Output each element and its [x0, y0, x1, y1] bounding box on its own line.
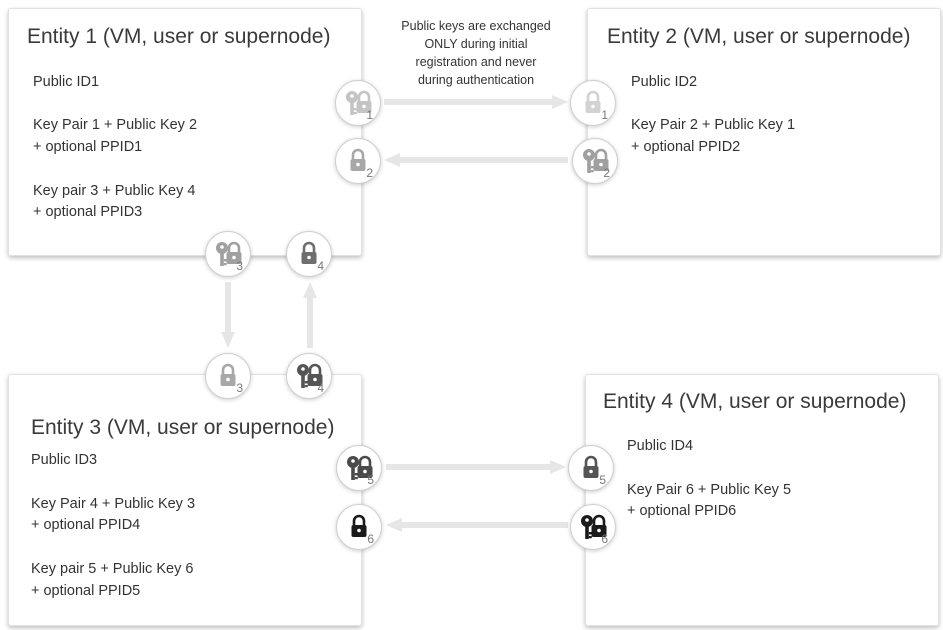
- key-number-label: 3: [236, 259, 243, 273]
- key-node: 1: [570, 80, 616, 126]
- key-node: 4: [286, 353, 332, 399]
- public-id: Public ID1: [33, 74, 100, 90]
- key-pair-line: Key pair 3 + Public Key 4: [33, 183, 196, 199]
- key-number-label: 5: [599, 473, 606, 487]
- key-number-label: 5: [367, 473, 374, 487]
- key-pair-icon: [583, 148, 609, 173]
- key-pair-line: Key pair 5 + Public Key 6: [31, 561, 194, 577]
- lock-icon: [351, 514, 367, 537]
- note-line: during authentication: [417, 73, 535, 87]
- key-node: 1: [335, 80, 381, 126]
- lock-icon: [585, 90, 601, 113]
- entity-title: Entity 2 (VM, user or supernode): [607, 25, 911, 48]
- key-pair-line: Key Pair 4 + Public Key 3: [31, 496, 196, 512]
- entity-4-panel: Entity 4 (VM, user or supernode) Public …: [585, 374, 939, 626]
- ppid-line: + optional PPID2: [631, 139, 741, 155]
- key-number-label: 4: [317, 381, 324, 395]
- note-line: registration and never: [415, 55, 537, 69]
- lock-icon: [220, 363, 236, 386]
- key-node: 3: [205, 353, 251, 399]
- key-node: 6: [570, 504, 616, 550]
- arrow-3-to-4: [386, 460, 566, 474]
- key-pair-line: Key Pair 2 + Public Key 1: [631, 117, 796, 133]
- lock-icon: [301, 241, 317, 264]
- key-pair-icon: [581, 514, 607, 539]
- entity-1-panel: Entity 1 (VM, user or supernode) Public …: [8, 8, 362, 256]
- key-pair-icon: [347, 455, 373, 480]
- note-line: Public keys are exchanged: [401, 19, 551, 33]
- key-pair-icon: [297, 363, 323, 388]
- note-line: ONLY during initial: [424, 37, 528, 51]
- key-exchange-note: Public keys are exchanged ONLY during in…: [378, 17, 574, 89]
- ppid-line: + optional PPID1: [33, 139, 143, 155]
- key-node: 3: [205, 231, 251, 277]
- ppid-line: + optional PPID5: [31, 583, 141, 599]
- key-number-label: 6: [601, 532, 608, 546]
- key-node: 2: [335, 138, 381, 184]
- public-id: Public ID2: [631, 74, 698, 90]
- key-node: 4: [286, 231, 332, 277]
- key-pair-line: Key Pair 1 + Public Key 2: [33, 117, 198, 133]
- entity-2-panel: Entity 2 (VM, user or supernode) Public …: [587, 8, 941, 256]
- key-number-label: 2: [603, 166, 610, 180]
- key-number-label: 1: [366, 108, 373, 122]
- lock-icon: [583, 455, 599, 478]
- ppid-line: + optional PPID4: [31, 517, 141, 533]
- key-pair-icon: [216, 241, 242, 266]
- key-node: 2: [572, 138, 618, 184]
- key-number-label: 1: [601, 108, 608, 122]
- key-pair-icon: [346, 90, 372, 115]
- key-node: 6: [336, 504, 382, 550]
- entity-title: Entity 3 (VM, user or supernode): [31, 416, 335, 439]
- arrow-4-to-3: [386, 518, 568, 532]
- ppid-line: + optional PPID6: [627, 503, 737, 519]
- key-number-label: 3: [236, 381, 243, 395]
- entity-title: Entity 4 (VM, user or supernode): [603, 390, 907, 413]
- public-id: Public ID3: [31, 452, 98, 468]
- arrow-1-to-2: [384, 95, 568, 109]
- arrow-3-to-1: [303, 282, 317, 348]
- key-node: 5: [336, 445, 382, 491]
- arrow-2-to-1: [384, 153, 568, 167]
- arrow-1-to-3: [221, 282, 235, 348]
- public-id: Public ID4: [627, 438, 694, 454]
- key-number-label: 4: [317, 259, 324, 273]
- lock-icon: [350, 148, 366, 171]
- ppid-line: + optional PPID3: [33, 204, 143, 220]
- key-number-label: 6: [367, 532, 374, 546]
- key-number-label: 2: [366, 166, 373, 180]
- key-pair-line: Key Pair 6 + Public Key 5: [627, 482, 792, 498]
- key-node: 5: [568, 445, 614, 491]
- entity-title: Entity 1 (VM, user or supernode): [27, 25, 331, 48]
- entity-3-panel: Entity 3 (VM, user or supernode) Public …: [8, 374, 362, 626]
